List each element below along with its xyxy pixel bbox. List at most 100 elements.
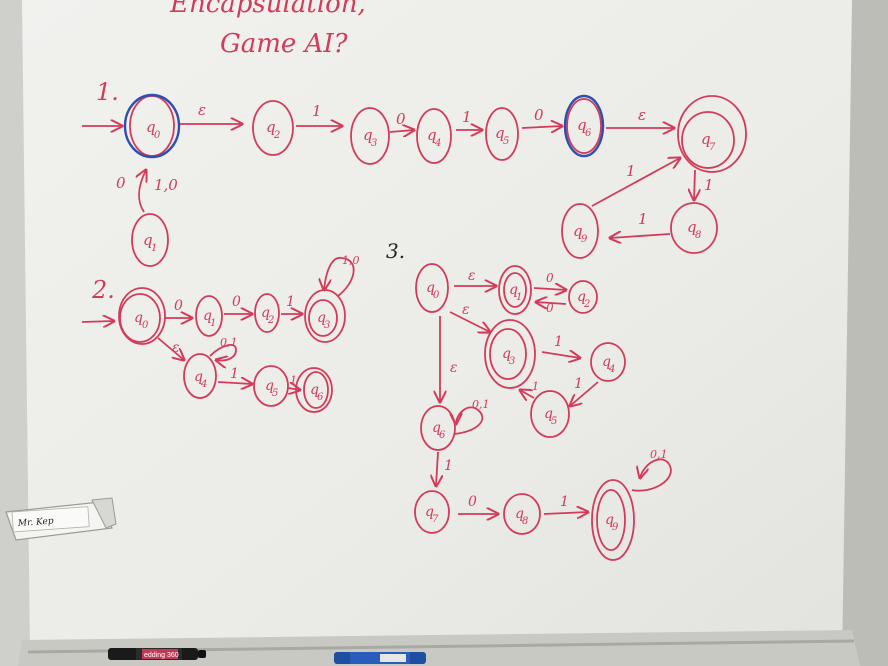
d2-label-q1: q: [203, 308, 212, 324]
d1-label-q0: q: [146, 118, 156, 136]
d2-label-q4: q: [194, 369, 203, 385]
d2-edge-q4-loop: [209, 343, 237, 361]
d2-trans-q4q5: 1: [230, 366, 239, 382]
d1-state-q6-blue: [563, 94, 605, 158]
eraser-label: Mr. Kep: [17, 517, 55, 530]
d3-trans-q1q2: 0: [546, 271, 554, 285]
svg-text:1: 1: [151, 243, 157, 254]
svg-text:5: 5: [551, 416, 557, 427]
d1-label-q6: q: [577, 116, 587, 134]
header-line1: Encapsulation,: [169, 0, 366, 19]
d3-state-q9: [596, 489, 626, 551]
d3-state-q1-outer: [498, 265, 532, 315]
d3-state-q7: [414, 490, 450, 534]
marker-black: edding 360: [108, 648, 206, 660]
d2-trans-q2q3: 1: [286, 294, 295, 310]
d1-edge-q1-q0: [139, 170, 146, 213]
d2-trans-q5q6: 1: [290, 374, 297, 387]
d2-state-q0: [119, 293, 161, 343]
d3-trans-q0q6: ε: [450, 360, 458, 376]
d3-trans-q9-loop: 0,1: [650, 448, 668, 461]
d1-label-q7: q: [701, 130, 711, 148]
d1-label-q3: q: [363, 126, 373, 144]
d1-trans-q3q4: 0: [396, 110, 406, 128]
d1-trans-q7q8: 1: [704, 176, 714, 194]
d3-edge-q3-q4: [541, 352, 580, 358]
d2-edge-q4-q5: [217, 382, 252, 384]
d2-start-arrow: [81, 321, 114, 322]
diagram-3: [414, 263, 672, 561]
d3-state-q9-outer: [591, 479, 635, 561]
d1-state-q2: [252, 100, 294, 156]
svg-text:0: 0: [433, 290, 440, 301]
d2-state-q4: [183, 353, 217, 399]
d1-trans-q2q3: 1: [312, 102, 322, 120]
d1-edge-q8-q9: [610, 234, 671, 238]
svg-text:6: 6: [317, 392, 324, 403]
diagram-3-labels: q0 q1 q2 q3 q4 q5 q6 q7 q8 q9 ε 0 0 ε ε …: [425, 268, 668, 533]
svg-text:5: 5: [272, 388, 278, 399]
d2-state-q6: [303, 371, 329, 409]
d1-trans-q8q9: 1: [638, 210, 648, 228]
d3-edge-q6-loop: [454, 406, 484, 435]
eraser: Mr. Kep: [5, 497, 117, 541]
d3-label-q7: q: [425, 504, 434, 520]
d2-trans-q1q2: 0: [232, 294, 241, 310]
svg-text:3: 3: [324, 320, 330, 331]
d3-state-q3-outer: [484, 319, 536, 389]
d3-trans-q4q5: 1: [574, 376, 583, 392]
d3-trans-q6q7: 1: [444, 458, 453, 474]
header-line2: Game AI?: [220, 29, 349, 59]
d1-state-q3: [350, 107, 390, 165]
diagram-2: [81, 257, 355, 413]
svg-text:5: 5: [503, 136, 509, 147]
svg-text:3: 3: [509, 356, 515, 367]
section-2-number: 2.: [91, 276, 115, 304]
d3-label-q9: q: [605, 512, 614, 528]
d1-edge-q9-q7: [591, 158, 680, 207]
section-3-number: 3.: [386, 239, 405, 263]
d3-edge-q1-q2: [533, 288, 566, 290]
d3-label-q6: q: [432, 420, 441, 436]
d1-state-q7-outer: [677, 95, 747, 173]
d3-label-q4: q: [602, 354, 611, 370]
d3-trans-q2q1: 0: [546, 301, 554, 315]
section-numbers: 1. 2. 3.: [91, 78, 405, 304]
svg-text:4: 4: [608, 364, 615, 375]
d2-label-q6: q: [310, 382, 319, 398]
svg-text:8: 8: [522, 516, 528, 527]
d3-edge-q0-q3: [449, 311, 490, 332]
d2-trans-eps: ε: [172, 340, 180, 356]
svg-text:9: 9: [581, 234, 588, 245]
d1-state-q1: [131, 213, 169, 267]
d3-edge-q2-q1: [536, 302, 567, 304]
d1-trans-q5q6: 0: [534, 106, 544, 124]
d1-label-q1: q: [143, 231, 153, 249]
d3-state-q0: [415, 263, 449, 313]
d1-trans-eps-1: ε: [198, 101, 206, 119]
d2-label-q0: q: [134, 310, 143, 326]
d3-state-q2: [568, 280, 598, 314]
d3-trans-q6-loop: 0,1: [472, 398, 490, 411]
d3-trans-q0q3: ε: [462, 302, 470, 318]
d1-state-q0-blue: [123, 93, 181, 159]
d2-trans-q0q1: 0: [174, 298, 183, 314]
d2-edge-q0-q4: [157, 337, 184, 360]
d1-edge-q5-q6: [521, 126, 562, 128]
d3-edge-q9-loop: [631, 458, 672, 492]
d3-label-q8: q: [515, 506, 524, 522]
d3-trans-q5q3: 1: [532, 380, 539, 393]
header: Encapsulation, Game AI?: [169, 0, 366, 59]
d1-trans-q1-loop: 1,0: [154, 176, 178, 194]
diagram-1: [82, 93, 747, 267]
d2-trans-q4-loop: 0,1: [220, 336, 238, 349]
d1-label-q2: q: [266, 118, 276, 136]
d3-trans-q0q1: ε: [468, 268, 476, 284]
d3-label-q0: q: [426, 280, 435, 296]
d3-state-q1: [503, 272, 527, 308]
svg-text:8: 8: [695, 230, 701, 241]
svg-text:2: 2: [583, 299, 590, 310]
diagram-1-labels: q0 q1 q2 q3 q4 q5 q6 q7 q8 q9 ε 1 0 1 0 …: [116, 101, 716, 254]
